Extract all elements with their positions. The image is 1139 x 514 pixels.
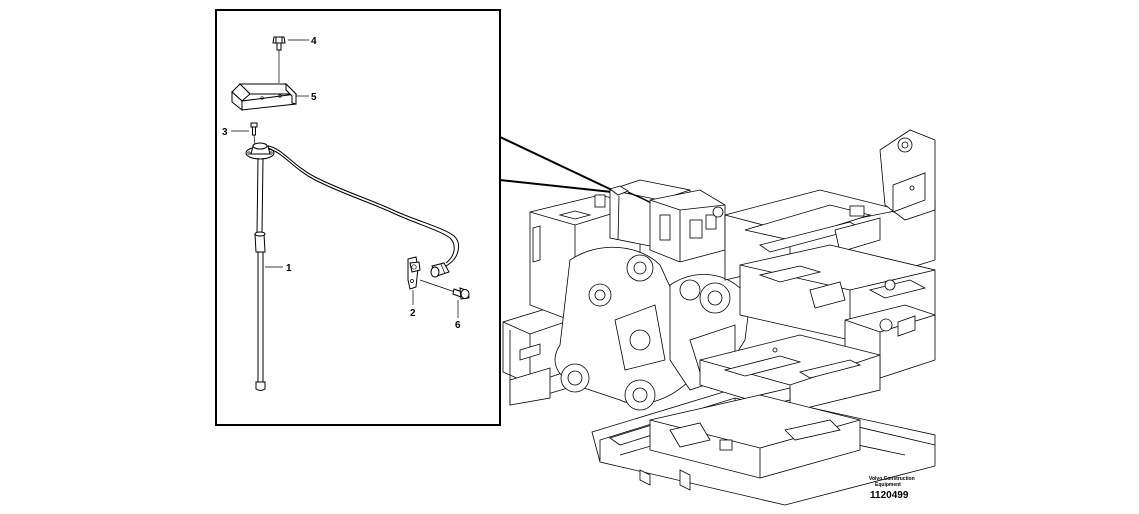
cover-part-5 (231, 82, 298, 112)
brand-line-2: Equipment (875, 482, 901, 488)
machine-frame-illustration (502, 129, 936, 506)
callout-3: 3 (222, 127, 228, 138)
bolt-part-6 (452, 287, 470, 300)
sensor-rod-part-1 (254, 157, 266, 391)
detail-frame (215, 9, 501, 426)
sensor-head-part-1 (245, 142, 275, 160)
publisher-block: Volvo Construction Equipment 1120499 (869, 476, 915, 501)
axis-6 (419, 279, 456, 293)
detail-inset: 4 5 3 (215, 9, 613, 426)
callout-1: 1 (286, 263, 292, 274)
callout-5: 5 (311, 92, 317, 103)
connector-plug (430, 262, 450, 278)
callout-6: 6 (455, 320, 461, 331)
zoom-line-top (499, 136, 613, 191)
sensor-cable (267, 145, 460, 272)
callout-4: 4 (311, 36, 317, 47)
callout-2: 2 (410, 308, 416, 319)
clip-part-2 (407, 256, 421, 290)
zoom-line-bottom (499, 179, 613, 193)
image-number: 1120499 (870, 490, 909, 501)
brand-line-1: Volvo Construction (869, 476, 915, 482)
